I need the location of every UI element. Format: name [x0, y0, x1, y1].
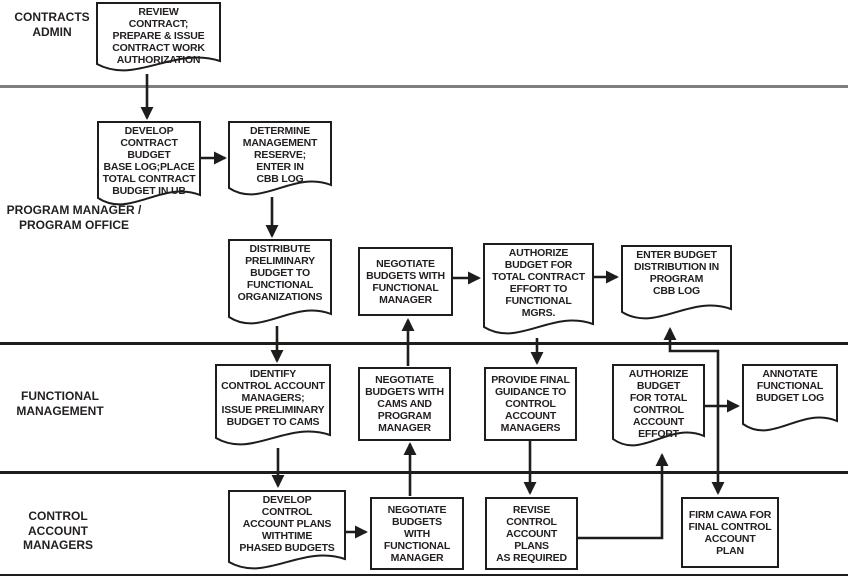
node-label: NEGOTIATE BUDGETS WITH FUNCTIONAL MANAGE… [383, 503, 451, 564]
node-revise-control-plans: REVISE CONTROL ACCOUNT PLANS AS REQUIRED [485, 497, 578, 570]
node-negotiate-budgets-cam: NEGOTIATE BUDGETS WITH FUNCTIONAL MANAGE… [370, 497, 464, 570]
document-shape-outline [483, 243, 594, 335]
node-label: DISTRIBUTE PRELIMINARY BUDGET TO FUNCTIO… [237, 243, 323, 303]
document-shape-outline [742, 364, 838, 432]
node-negotiate-cams-pm: NEGOTIATE BUDGETS WITH CAMS AND PROGRAM … [358, 367, 451, 441]
lane-divider [0, 85, 848, 88]
node-firm-cawa: FIRM CAWA FOR FINAL CONTROL ACCOUNT PLAN [681, 497, 779, 568]
node-label: ANNOTATE FUNCTIONAL BUDGET LOG [756, 368, 824, 404]
document-shape-outline [215, 364, 331, 446]
document-shape-outline [621, 245, 732, 320]
node-label: FIRM CAWA FOR FINAL CONTROL ACCOUNT PLAN [688, 508, 772, 557]
flow-arrow-revise-to-authorizeca [578, 453, 669, 540]
lane-label-functional-management: FUNCTIONAL MANAGEMENT [16, 389, 104, 418]
document-shape-outline [228, 490, 346, 570]
lane-label-control-account-mgrs: CONTROL ACCOUNT MANAGERS [22, 509, 93, 552]
node-label: DEVELOP CONTRACT BUDGET BASE LOG;PLACE T… [102, 125, 196, 197]
node-negotiate-budgets-fm: NEGOTIATE BUDGETS WITH FUNCTIONAL MANAGE… [358, 247, 453, 316]
document-shape-outline [96, 2, 221, 72]
node-label: NEGOTIATE BUDGETS WITH FUNCTIONAL MANAGE… [366, 257, 445, 306]
node-label: AUTHORIZE BUDGET FOR TOTAL CONTRACT EFFO… [492, 247, 585, 319]
node-authorize-ca-effort: AUTHORIZE BUDGET FOR TOTAL CONTROL ACCOU… [612, 364, 705, 451]
node-annotate-functional-log: ANNOTATE FUNCTIONAL BUDGET LOG [742, 364, 838, 436]
node-enter-budget-distribution: ENTER BUDGET DISTRIBUTION IN PROGRAM CBB… [621, 245, 732, 324]
node-develop-contract-budget: DEVELOP CONTRACT BUDGET BASE LOG;PLACE T… [97, 121, 201, 210]
node-label: DETERMINE MANAGEMENT RESERVE; ENTER IN C… [242, 125, 318, 185]
node-label: DEVELOP CONTROL ACCOUNT PLANS WITHTIME P… [239, 494, 335, 554]
lane-divider [0, 574, 848, 576]
document-shape-outline [228, 121, 332, 196]
node-label: AUTHORIZE BUDGET FOR TOTAL CONTROL ACCOU… [628, 368, 689, 440]
lane-divider [0, 342, 848, 345]
lane-label-contracts-admin: CONTRACTS ADMIN [14, 10, 90, 39]
lane-label-program-manager: PROGRAM MANAGER / PROGRAM OFFICE [6, 203, 142, 232]
node-label: REVISE CONTROL ACCOUNT PLANS AS REQUIRED [496, 503, 567, 564]
node-determine-mgmt-reserve: DETERMINE MANAGEMENT RESERVE; ENTER IN C… [228, 121, 332, 200]
node-distribute-prelim-budget: DISTRIBUTE PRELIMINARY BUDGET TO FUNCTIO… [228, 239, 332, 329]
document-shape-outline [228, 239, 332, 325]
node-authorize-contract-budget: AUTHORIZE BUDGET FOR TOTAL CONTRACT EFFO… [483, 243, 594, 339]
lane-divider [0, 471, 848, 474]
node-label: PROVIDE FINAL GUIDANCE TO CONTROL ACCOUN… [491, 374, 570, 434]
node-develop-control-plans: DEVELOP CONTROL ACCOUNT PLANS WITHTIME P… [228, 490, 346, 574]
node-review-contract: REVIEW CONTRACT; PREPARE & ISSUE CONTRAC… [96, 2, 221, 76]
node-label: IDENTIFY CONTROL ACCOUNT MANAGERS; ISSUE… [221, 368, 325, 428]
node-label: ENTER BUDGET DISTRIBUTION IN PROGRAM CBB… [633, 249, 720, 297]
node-label: REVIEW CONTRACT; PREPARE & ISSUE CONTRAC… [112, 6, 205, 66]
node-provide-final-guidance: PROVIDE FINAL GUIDANCE TO CONTROL ACCOUN… [484, 367, 577, 441]
document-shape-outline [97, 121, 201, 206]
node-label: NEGOTIATE BUDGETS WITH CAMS AND PROGRAM … [365, 374, 444, 434]
node-identify-cams: IDENTIFY CONTROL ACCOUNT MANAGERS; ISSUE… [215, 364, 331, 450]
